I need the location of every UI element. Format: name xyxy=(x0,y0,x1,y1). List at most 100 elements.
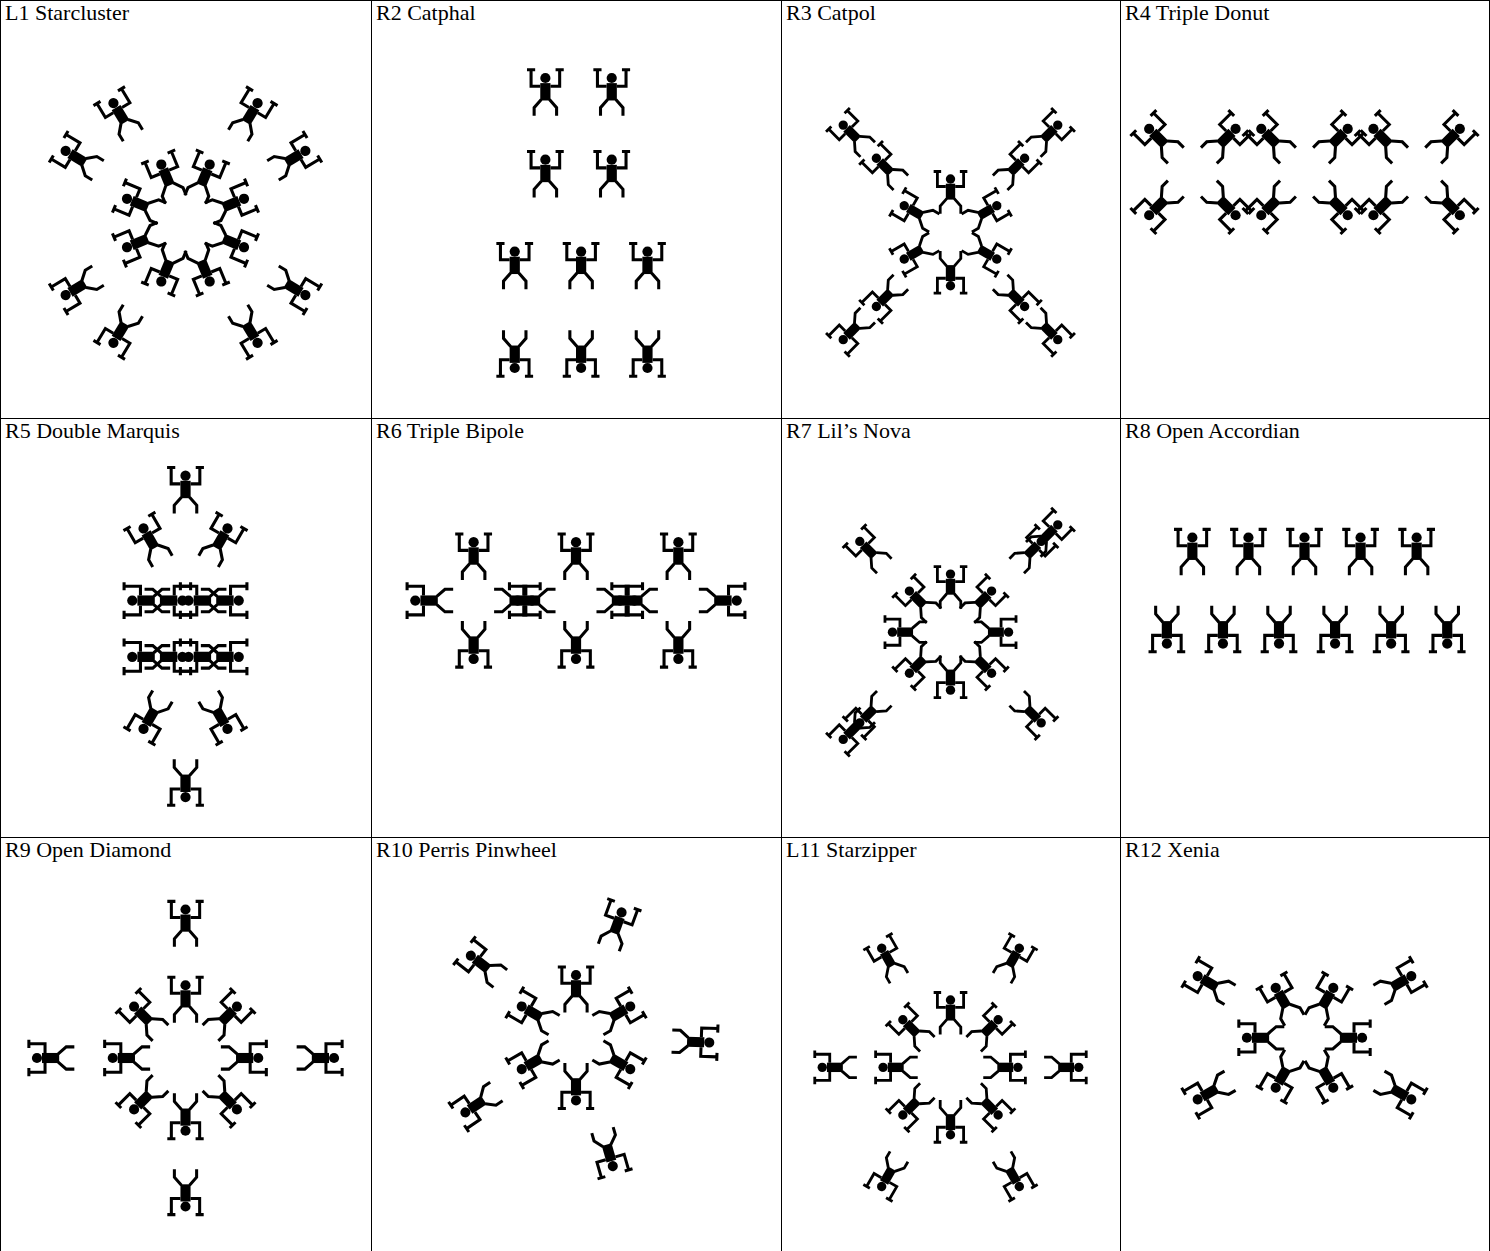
skydiver-figure xyxy=(843,524,897,578)
formation-illustration xyxy=(372,447,780,836)
skydiver-figure xyxy=(889,187,942,237)
skydiver-figure xyxy=(593,70,630,116)
skydiver-figure xyxy=(988,270,1042,324)
skydiver-figure xyxy=(885,615,927,649)
skydiver-figure xyxy=(264,260,322,315)
formation-name: L11 Starzipper xyxy=(786,838,917,862)
formation-illustration xyxy=(1,447,370,836)
skydiver-figure xyxy=(178,240,230,297)
skydiver-figure xyxy=(876,1051,918,1085)
skydiver-figure xyxy=(453,936,511,993)
skydiver-figure xyxy=(1355,176,1413,234)
skydiver-figure xyxy=(141,240,193,297)
skydiver-figure xyxy=(558,621,595,667)
skydiver-figure xyxy=(962,1003,1016,1057)
skydiver-figure xyxy=(527,70,564,116)
skydiver-figure xyxy=(859,141,913,195)
skydiver-figure xyxy=(49,260,107,315)
skydiver-figure xyxy=(958,227,1011,277)
skydiver-figure xyxy=(660,534,697,580)
formation-illustration xyxy=(1121,447,1488,836)
skydiver-figure xyxy=(112,216,169,268)
skydiver-figure xyxy=(1256,972,1310,1030)
table-cell: R6 Triple Bipole xyxy=(371,418,781,837)
skydiver-figure xyxy=(1044,1051,1086,1085)
skydiver-figure xyxy=(198,1070,256,1128)
skydiver-figure xyxy=(116,988,174,1046)
skydiver-figure xyxy=(1021,108,1075,162)
skydiver-figure xyxy=(826,703,880,757)
skydiver-figure xyxy=(407,582,453,619)
table-cell: R3 Catpol xyxy=(781,0,1120,418)
formation-name: R12 Xenia xyxy=(1125,838,1220,862)
skydiver-figure xyxy=(167,977,203,1022)
skydiver-figure xyxy=(93,301,148,359)
formation-illustration xyxy=(1,866,370,1250)
skydiver-figure xyxy=(1239,1020,1284,1056)
skydiver-figure xyxy=(1182,956,1240,1010)
skydiver-figure xyxy=(629,243,666,289)
skydiver-figure xyxy=(167,1169,203,1214)
skydiver-figure xyxy=(297,1040,342,1076)
skydiver-figure xyxy=(1317,606,1354,652)
formation-name: R9 Open Diamond xyxy=(5,838,171,862)
skydiver-figure xyxy=(889,227,942,277)
skydiver-figure xyxy=(988,141,1042,195)
skydiver-figure xyxy=(1182,1065,1240,1119)
table-cell: L1 Starcluster xyxy=(0,0,371,418)
skydiver-figure xyxy=(612,582,658,619)
skydiver-figure xyxy=(506,987,564,1041)
skydiver-figure xyxy=(886,1079,940,1133)
skydiver-figure xyxy=(1130,176,1188,234)
formation-name: R7 Lil’s Nova xyxy=(786,419,911,443)
formation-name: R4 Triple Donut xyxy=(1125,1,1269,25)
skydiver-figure xyxy=(1420,176,1478,234)
skydiver-figure xyxy=(202,179,259,231)
skydiver-figure xyxy=(589,987,647,1041)
skydiver-figure xyxy=(934,251,968,293)
skydiver-figure xyxy=(506,1035,564,1089)
skydiver-figure xyxy=(1373,606,1410,652)
skydiver-figure xyxy=(1196,176,1254,234)
formation-name: L1 Starcluster xyxy=(5,1,129,25)
skydiver-figure xyxy=(1370,1065,1428,1119)
skydiver-figure xyxy=(660,621,697,667)
formation-name: R10 Perris Pinwheel xyxy=(376,838,557,862)
skydiver-figure xyxy=(699,582,745,619)
skydiver-figure xyxy=(934,992,968,1034)
skydiver-figure xyxy=(455,621,492,667)
skydiver-figure xyxy=(886,1003,940,1057)
skydiver-figure xyxy=(178,150,230,207)
skydiver-figure xyxy=(1196,110,1254,168)
skydiver-figure xyxy=(593,152,630,198)
skydiver-figure xyxy=(585,1125,633,1179)
formation-illustration xyxy=(1121,29,1488,417)
skydiver-figure xyxy=(222,301,277,359)
skydiver-figure xyxy=(193,687,248,745)
skydiver-figure xyxy=(123,687,178,745)
skydiver-figure xyxy=(1130,110,1188,168)
skydiver-figure xyxy=(193,512,248,570)
skydiver-figure xyxy=(1021,303,1075,357)
skydiver-figure xyxy=(1286,529,1323,575)
skydiver-figure xyxy=(558,534,595,580)
skydiver-figure xyxy=(1005,686,1059,740)
skydiver-figure xyxy=(221,1040,266,1076)
skydiver-figure xyxy=(180,582,226,619)
formation-name: R8 Open Accordian xyxy=(1125,419,1300,443)
table-cell: R12 Xenia xyxy=(1120,837,1490,1251)
skydiver-figure xyxy=(93,87,148,145)
formation-name: R3 Catpol xyxy=(786,1,876,25)
skydiver-figure xyxy=(863,933,913,986)
skydiver-figure xyxy=(527,152,564,198)
skydiver-figure xyxy=(112,179,169,231)
skydiver-figure xyxy=(264,131,322,186)
table-cell: R4 Triple Donut xyxy=(1120,0,1490,418)
table-cell: R5 Double Marquis xyxy=(0,418,371,837)
skydiver-figure xyxy=(1355,110,1413,168)
skydiver-figure xyxy=(1243,110,1301,168)
skydiver-figure xyxy=(180,638,226,675)
skydiver-figure xyxy=(863,1148,913,1201)
skydiver-figure xyxy=(563,243,600,289)
formation-illustration xyxy=(372,29,780,417)
